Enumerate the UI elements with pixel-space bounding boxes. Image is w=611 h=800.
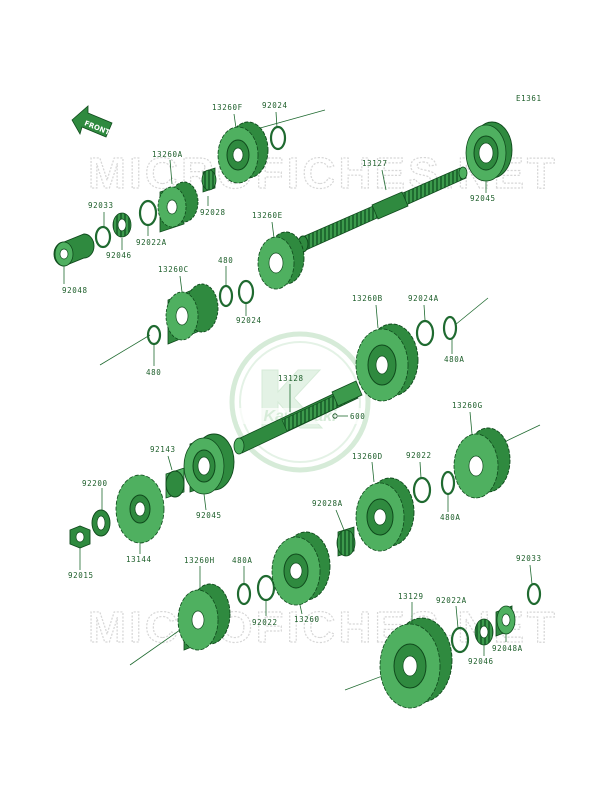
part-13260F[interactable]	[217, 121, 269, 184]
label-13260G: 13260G	[452, 401, 483, 410]
label-92024A: 92024A	[408, 294, 439, 303]
leader-lines	[63, 111, 533, 656]
part-labels: 92024 13260F 13260A 92033 92028 92022A 9…	[62, 101, 542, 666]
label-13260E: 13260E	[252, 211, 283, 220]
label-92046-top: 92046	[106, 251, 132, 260]
label-480A-top: 480A	[444, 355, 464, 364]
label-92024-top: 92024	[262, 101, 288, 110]
label-480-mid: 480	[146, 368, 161, 377]
label-92015: 92015	[68, 571, 94, 580]
label-13260C: 13260C	[158, 265, 189, 274]
part-92022-mid[interactable]	[412, 476, 432, 504]
part-92028[interactable]	[201, 167, 217, 193]
part-92143[interactable]	[165, 467, 185, 499]
label-92028: 92028	[200, 208, 226, 217]
part-13260E[interactable]	[257, 231, 305, 290]
part-480A-top[interactable]	[442, 315, 458, 341]
label-92048A: 92048A	[492, 644, 523, 653]
part-92022A-low[interactable]	[450, 626, 470, 654]
part-92015[interactable]	[69, 525, 91, 549]
label-92033-top: 92033	[88, 201, 114, 210]
part-92022-low[interactable]	[256, 574, 276, 602]
front-arrow-icon: FRONT	[71, 105, 113, 138]
label-13260F: 13260F	[212, 103, 243, 112]
label-13260A: 13260A	[152, 150, 183, 159]
part-92024-top[interactable]	[269, 125, 287, 151]
part-13127[interactable]	[297, 166, 468, 253]
label-13128: 13128	[278, 374, 304, 383]
part-13260H[interactable]	[177, 583, 231, 651]
label-13260D: 13260D	[352, 452, 383, 461]
label-480A-low: 480A	[232, 556, 252, 565]
label-92022A-low: 92022A	[436, 596, 467, 605]
part-92028A[interactable]	[336, 526, 356, 557]
label-92022-low: 92022	[252, 618, 278, 627]
part-13260A[interactable]	[157, 181, 199, 233]
label-92033-low: 92033	[516, 554, 542, 563]
part-92200[interactable]	[91, 509, 111, 537]
label-13260: 13260	[294, 615, 320, 624]
label-92022-mid: 92022	[406, 451, 432, 460]
label-92022A-top: 92022A	[136, 238, 167, 247]
part-13128[interactable]	[233, 380, 363, 455]
part-13260B[interactable]	[355, 323, 419, 402]
label-13260H: 13260H	[184, 556, 215, 565]
part-92045-top[interactable]	[465, 121, 513, 182]
part-92024A[interactable]	[415, 319, 435, 347]
part-13129[interactable]	[379, 617, 453, 709]
label-480A-mid: 480A	[440, 513, 460, 522]
label-92045-mid: 92045	[196, 511, 222, 520]
part-13260C[interactable]	[165, 283, 219, 345]
part-13260[interactable]	[271, 531, 331, 606]
part-92046-low[interactable]	[474, 618, 494, 646]
label-13129: 13129	[398, 592, 424, 601]
part-480A-low[interactable]	[236, 582, 252, 606]
label-92200: 92200	[82, 479, 108, 488]
label-13144: 13144	[126, 555, 152, 564]
part-92033-top[interactable]	[94, 225, 112, 249]
part-480A-mid[interactable]	[440, 470, 456, 496]
part-13260G[interactable]	[453, 427, 511, 499]
part-13260D[interactable]	[355, 477, 415, 552]
part-92022A-top[interactable]	[138, 199, 158, 227]
label-600: 600	[350, 412, 365, 421]
part-13144[interactable]	[115, 474, 165, 544]
part-92048A[interactable]	[495, 605, 516, 637]
label-13260B: 13260B	[352, 294, 383, 303]
label-92028A: 92028A	[312, 499, 343, 508]
part-92046-top[interactable]	[112, 212, 132, 238]
diagram-code: E1361	[516, 94, 542, 103]
label-92143: 92143	[150, 445, 176, 454]
part-92024-mid[interactable]	[237, 279, 255, 305]
part-92048[interactable]	[53, 233, 95, 267]
label-92024-mid: 92024	[236, 316, 262, 325]
part-600[interactable]	[332, 413, 348, 419]
label-480-top: 480	[218, 256, 233, 265]
label-13127: 13127	[362, 159, 388, 168]
label-92045-top: 92045	[470, 194, 496, 203]
part-92045-mid[interactable]	[183, 433, 235, 495]
part-92033-low[interactable]	[526, 582, 542, 606]
part-480-top[interactable]	[218, 284, 234, 308]
label-92046-low: 92046	[468, 657, 494, 666]
label-92048: 92048	[62, 286, 88, 295]
